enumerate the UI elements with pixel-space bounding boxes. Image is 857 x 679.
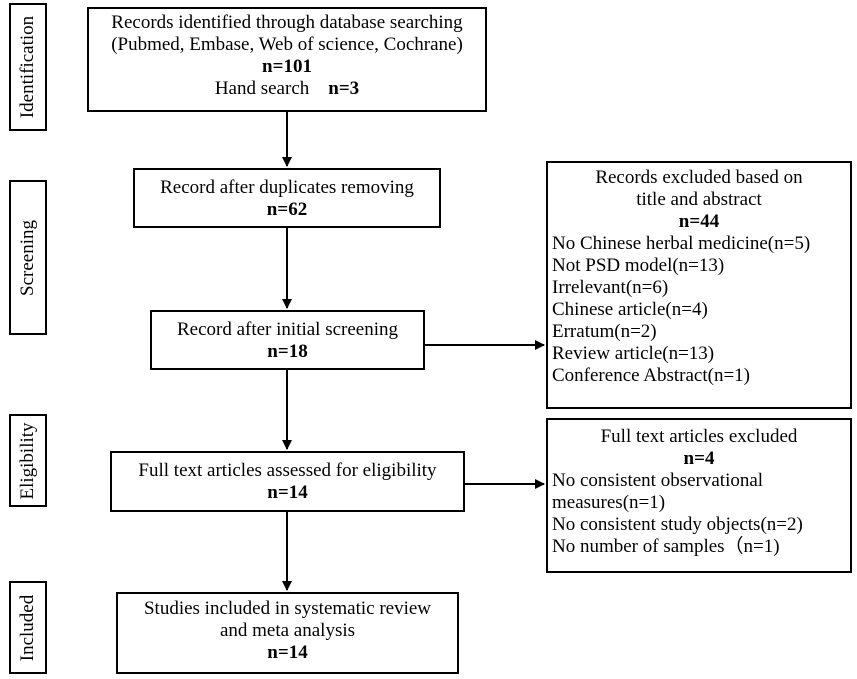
excluded-title-box: Records excluded based on title and abst…: [546, 161, 852, 409]
duplicates-count: n=62: [266, 199, 308, 220]
duplicates-line1: Record after duplicates removing: [160, 177, 414, 198]
stage-identification: Identification: [9, 3, 47, 131]
included-count: n=14: [267, 642, 308, 663]
excluded-full-item: No consistent study objects(n=2): [552, 514, 803, 535]
excluded-full-count: n=4: [683, 448, 715, 469]
excluded-title-item: No Chinese herbal medicine(n=5): [552, 233, 811, 254]
stage-screening: Screening: [9, 180, 47, 335]
identification-box: Records identified through database sear…: [87, 7, 487, 112]
screening-line1: Record after initial screening: [176, 319, 399, 340]
excluded-title-item: Erratum(n=2): [552, 321, 657, 342]
eligibility-line1: Full text articles assessed for eligibil…: [138, 460, 437, 481]
excluded-title-line2: title and abstract: [636, 189, 762, 210]
excluded-title-item: Review article(n=13): [552, 343, 715, 364]
excluded-full-item: measures(n=1): [552, 492, 666, 513]
excluded-title-item: Not PSD model(n=13): [552, 255, 725, 276]
included-box: Studies included in systematic review an…: [116, 592, 459, 674]
identification-line2: (Pubmed, Embase, Web of science, Cochran…: [111, 34, 463, 55]
excluded-full-line1: Full text articles excluded: [600, 426, 798, 447]
eligibility-count: n=14: [267, 482, 308, 503]
excluded-title-item: Irrelevant(n=6): [552, 277, 669, 298]
stage-included: Included: [9, 581, 47, 674]
duplicates-box: Record after duplicates removing n=62: [133, 168, 441, 228]
hand-search-line: Hand search n=3: [89, 78, 485, 100]
excluded-full-item: No consistent observational: [552, 470, 764, 491]
excluded-full-box: Full text articles excluded n=4 No consi…: [546, 418, 852, 573]
excluded-title-line1: Records excluded based on: [595, 167, 803, 188]
eligibility-box: Full text articles assessed for eligibil…: [110, 451, 465, 512]
excluded-full-item: No number of samples（n=1): [552, 536, 780, 557]
hand-search-label: Hand search: [214, 78, 310, 99]
stage-eligibility: Eligibility: [9, 414, 47, 507]
screening-box: Record after initial screening n=18: [150, 310, 425, 370]
excluded-title-count: n=44: [678, 211, 720, 232]
excluded-title-item: Conference Abstract(n=1): [552, 365, 750, 386]
identification-line1: Records identified through database sear…: [111, 12, 463, 33]
identification-count: n=101: [262, 56, 312, 77]
included-line2: and meta analysis: [219, 620, 356, 641]
included-line1: Studies included in systematic review: [143, 598, 432, 619]
hand-search-count: n=3: [328, 78, 360, 99]
excluded-title-item: Chinese article(n=4): [552, 299, 708, 320]
screening-count: n=18: [267, 341, 308, 362]
